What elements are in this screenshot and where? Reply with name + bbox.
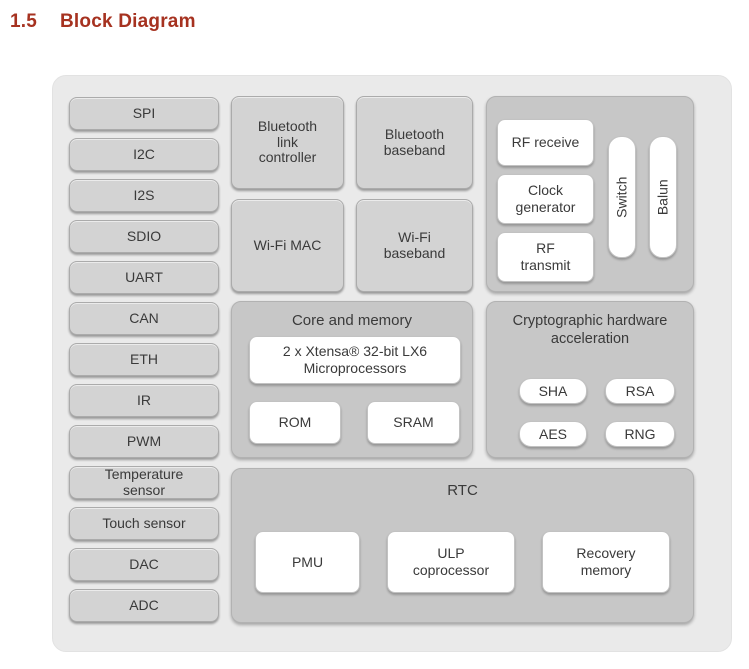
peripheral-column: SPI I2C I2S SDIO UART CAN ETH IR PWM Tem… (69, 97, 219, 623)
rf-panel: RF receive Clock generator RF transmit S… (486, 96, 694, 292)
block-sdio: SDIO (69, 220, 219, 253)
rtc-panel: RTC PMU ULP coprocessor Recovery memory (231, 468, 694, 623)
block-wifi-mac: Wi-Fi MAC (231, 199, 344, 292)
block-wifi-baseband: Wi-Fi baseband (356, 199, 473, 292)
block-sha: SHA (519, 378, 587, 404)
block-sram: SRAM (367, 401, 460, 444)
block-switch: Switch (608, 136, 636, 258)
block-clock-generator: Clock generator (497, 174, 594, 224)
block-bluetooth-baseband: Bluetooth baseband (356, 96, 473, 189)
switch-label: Switch (613, 176, 630, 218)
block-rng: RNG (605, 421, 675, 447)
section-title: Block Diagram (60, 11, 196, 32)
block-bluetooth-link-controller: Bluetooth link controller (231, 96, 344, 189)
block-eth: ETH (69, 343, 219, 376)
block-balun: Balun (649, 136, 677, 258)
rtc-panel-title: RTC (447, 482, 478, 499)
section-number: 1.5 (10, 11, 38, 32)
balun-label: Balun (654, 179, 671, 215)
block-pmu: PMU (255, 531, 360, 593)
block-diagram-container: SPI I2C I2S SDIO UART CAN ETH IR PWM Tem… (52, 75, 732, 652)
crypto-panel: Cryptographic hardware acceleration SHA … (486, 301, 694, 458)
block-rom: ROM (249, 401, 341, 444)
block-ir: IR (69, 384, 219, 417)
block-recovery-memory: Recovery memory (542, 531, 670, 593)
crypto-panel-title: Cryptographic hardware acceleration (512, 313, 668, 348)
block-aes: AES (519, 421, 587, 447)
block-pwm: PWM (69, 425, 219, 458)
block-xtensa-microprocessors: 2 x Xtensa® 32-bit LX6 Microprocessors (249, 336, 461, 384)
block-rf-receive: RF receive (497, 119, 594, 166)
block-adc: ADC (69, 589, 219, 623)
block-rsa: RSA (605, 378, 675, 404)
block-uart: UART (69, 261, 219, 294)
block-dac: DAC (69, 548, 219, 582)
section-heading: 1.5 Block Diagram (10, 11, 196, 33)
block-temperature-sensor: Temperature sensor (69, 466, 219, 500)
block-i2c: I2C (69, 138, 219, 171)
block-can: CAN (69, 302, 219, 335)
block-spi: SPI (69, 97, 219, 130)
block-rf-transmit: RF transmit (497, 232, 594, 282)
block-ulp-coprocessor: ULP coprocessor (387, 531, 515, 593)
core-panel-title: Core and memory (291, 312, 413, 329)
core-and-memory-panel: Core and memory 2 x Xtensa® 32-bit LX6 M… (231, 301, 473, 458)
block-i2s: I2S (69, 179, 219, 212)
block-touch-sensor: Touch sensor (69, 507, 219, 541)
